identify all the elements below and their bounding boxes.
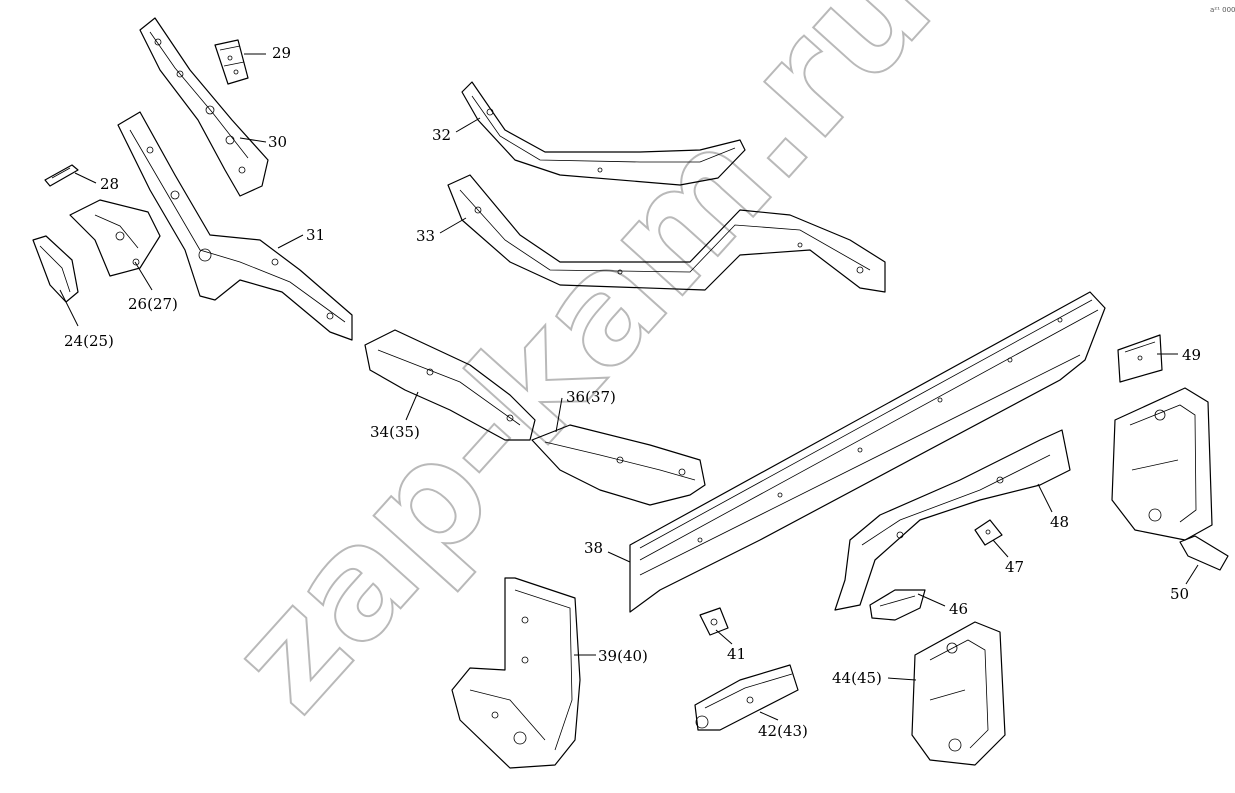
part-32 [461,81,746,186]
label-29: 29 [272,44,291,62]
watermark-text: zap-kam.ru [197,0,964,744]
leader-lines [59,53,1199,721]
part-30 [139,17,269,197]
label-44: 44(45) [832,669,882,687]
label-47: 47 [1005,558,1024,576]
part-41 [699,607,729,636]
label-49: 49 [1182,346,1201,364]
label-39: 39(40) [598,647,648,665]
label-28: 28 [100,175,119,193]
label-30: 30 [268,133,287,151]
part-33 [447,174,886,293]
label-38: 38 [584,539,603,557]
label-34: 34(35) [370,423,420,441]
part-46 [869,589,926,621]
label-26: 26(27) [128,295,178,313]
part-34 [364,329,536,441]
label-46: 46 [949,600,968,618]
label-24: 24(25) [64,332,114,350]
part-31 [117,111,353,341]
label-41: 41 [727,645,746,663]
part-29 [214,39,249,85]
part-labels: 29 30 28 26(27) 24(25) 31 32 33 34(35) 3… [64,44,1201,740]
label-48: 48 [1050,513,1069,531]
part-49 [1117,334,1163,383]
part-28 [44,164,79,187]
part-large-bracket [1111,387,1213,541]
part-44 [911,621,1006,766]
label-50: 50 [1170,585,1189,603]
part-47 [974,519,1003,546]
part-42 [694,664,799,731]
part-50 [1179,535,1229,571]
part-48 [834,429,1071,611]
corner-mark: a²¹ 000 [1210,6,1235,14]
part-36 [531,424,706,506]
part-38 [629,291,1106,613]
part-24 [32,235,79,303]
part-39 [451,577,581,769]
label-32: 32 [432,126,451,144]
part-26 [69,199,161,277]
label-42: 42(43) [758,722,808,740]
watermark: zap-kam.ru [196,0,965,745]
label-33: 33 [416,227,435,245]
label-31: 31 [306,226,325,244]
label-36: 36(37) [566,388,616,406]
